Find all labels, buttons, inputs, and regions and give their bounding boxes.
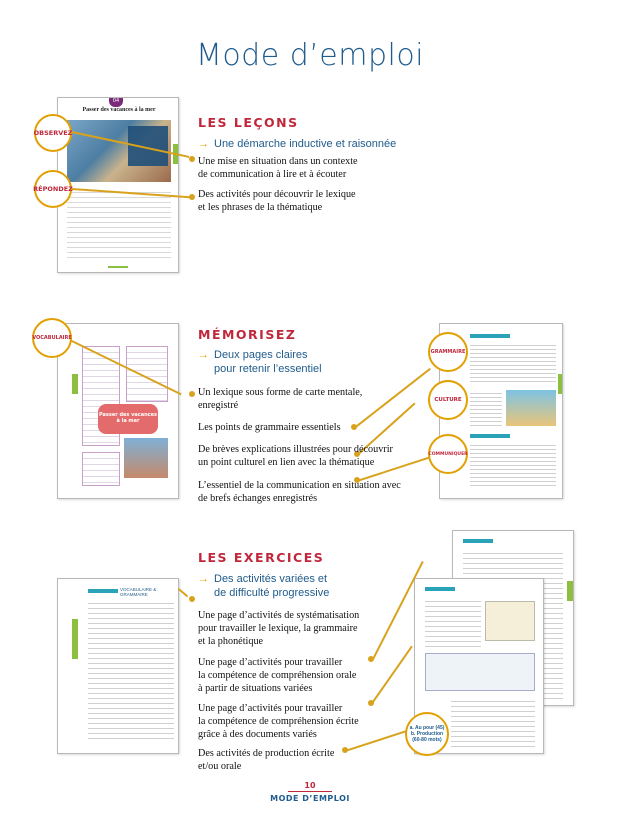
memorize-item-2: Les points de grammaire essentiels: [198, 422, 341, 433]
memorize-connector-2: [354, 367, 431, 429]
exercises-right-tab: [567, 581, 573, 601]
exercises-header-bar: [88, 589, 118, 593]
arrow-right-icon: →: [198, 138, 209, 150]
grammaire-badge: GRAMMAIRE: [428, 332, 468, 372]
memorize-item-3: De brèves explications illustrées pour d…: [198, 444, 393, 468]
comprehension-orale-bar: [463, 539, 493, 543]
grammar-text: [470, 342, 556, 382]
lessons-title: LES LEÇONS: [198, 115, 299, 130]
exercises-connector-1: [177, 588, 189, 598]
lessons-bullet-1: [189, 156, 195, 162]
memorize-item-4: L’essentiel de la communication en situa…: [198, 480, 401, 504]
memorize-item-1: Un lexique sous forme de carte mentale,e…: [198, 387, 363, 411]
exercises-bullet-2: [368, 656, 374, 662]
footer-label: MODE D’EMPLOI: [270, 794, 350, 803]
mindmap-center: Passer des vacances à la mer: [98, 404, 158, 434]
communiquer-text: [470, 442, 556, 488]
exercises-left-thumbnail: VOCABULAIRE & GRAMMAIRE: [57, 578, 179, 754]
memorize-left-thumbnail: Passer des vacances à la mer: [57, 323, 179, 499]
exercises-connector-3: [371, 645, 413, 705]
lesson-page-foot: [108, 266, 128, 268]
exercises-bullet-1: [189, 596, 195, 602]
production-badge: a. Au pour (45) b. Production (60-80 mot…: [405, 712, 449, 756]
mindmap-right: [126, 346, 168, 402]
page-title: Mode d’emploi: [195, 38, 425, 73]
communiquer-bar: [470, 434, 510, 438]
memorize-bullet-3: [354, 451, 360, 457]
memorize-bullet-2: [351, 424, 357, 430]
culture-badge: CULTURE: [428, 380, 468, 420]
memorize-bullet-1: [189, 391, 195, 397]
mindmap-bottom-list: [82, 452, 120, 486]
culture-text: [470, 390, 502, 426]
exercises-title: LES EXERCICES: [198, 550, 325, 565]
culture-photo: [506, 390, 556, 426]
production-text: [451, 697, 535, 747]
comprehension-ecrite-bar: [425, 587, 455, 591]
arrow-right-icon: →: [198, 573, 209, 585]
communiquer-badge: COMMUNIQUER: [428, 434, 468, 474]
vocabulaire-badge: VOCABULAIRE: [32, 318, 72, 358]
memorize-right-tab: [558, 374, 562, 394]
memorize-title: MÉMORISEZ: [198, 327, 297, 342]
mindmap-photo: [124, 438, 168, 478]
grammar-bar: [470, 334, 510, 338]
lesson-text-columns: [67, 188, 171, 260]
lessons-thumbnail: 04 Passer des vacances à la mer: [57, 97, 179, 273]
memorize-side-tab: [72, 374, 78, 394]
exercises-thumb-header: VOCABULAIRE & GRAMMAIRE: [120, 587, 157, 597]
footer-rule: [288, 791, 332, 792]
lesson-thumbnail-title: Passer des vacances à la mer: [82, 107, 156, 113]
lessons-bullet-2: [189, 194, 195, 200]
page-number: 10: [304, 781, 316, 790]
comprehension-ecrite-email: [425, 653, 535, 691]
comprehension-ecrite-doc: [485, 601, 535, 641]
observez-badge: OBSERVEZ: [34, 114, 72, 152]
repondez-badge: RÉPONDEZ: [33, 170, 73, 208]
lessons-subtitle: →Une démarche inductive et raisonnée: [198, 138, 397, 150]
exercises-text: [88, 599, 174, 741]
exercises-bullet-3: [368, 700, 374, 706]
arrow-right-icon: →: [198, 349, 209, 361]
exercises-bullet-4: [342, 747, 348, 753]
lesson-number-badge: 04: [109, 98, 123, 107]
exercises-left-tab: [72, 619, 78, 659]
memorize-bullet-4: [354, 477, 360, 483]
comprehension-ecrite-text: [425, 597, 481, 647]
